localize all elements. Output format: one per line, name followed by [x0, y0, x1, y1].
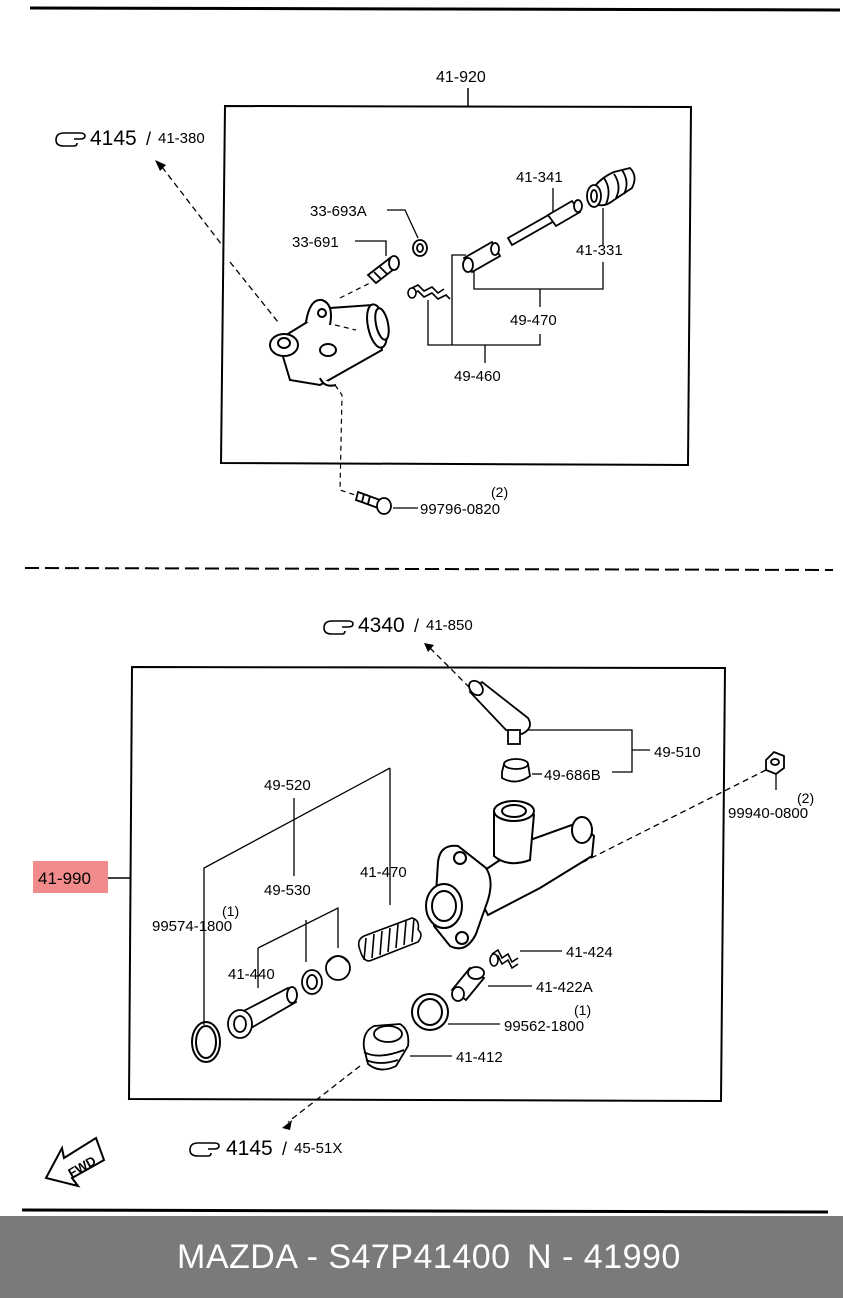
part-41-341: 41-341: [516, 169, 563, 186]
slave-cylinder-body: [269, 298, 390, 387]
ref-number-4145-upper: 4145: [90, 127, 137, 150]
part-41-424: 41-424: [566, 944, 613, 961]
part-49-530: 49-530: [264, 882, 311, 899]
part-99562-1800: 99562-1800: [504, 1018, 584, 1035]
assembly-number-41-920: 41-920: [436, 69, 486, 86]
part-99940-0800: 99940-0800: [728, 805, 808, 822]
part-49-510: 49-510: [654, 744, 701, 761]
lower-assembly-box: [127, 665, 727, 1103]
piston: [227, 986, 298, 1039]
ref-number-4340: 4340: [358, 614, 405, 637]
footer-bar: [0, 1216, 843, 1298]
mounting-bolt: [354, 490, 392, 515]
ref-page-45-51X: 45-51X: [294, 1140, 342, 1157]
ref-hand-icon-2: [323, 620, 354, 635]
part-33-693A: 33-693A: [310, 203, 367, 220]
push-rod: [506, 199, 583, 247]
part-99574-1800: 99574-1800: [152, 918, 232, 935]
ref-hand-icon-3: [189, 1142, 220, 1157]
cup-seal-secondary: [325, 955, 351, 981]
part-49-520: 49-520: [264, 777, 311, 794]
slave-piston: [462, 240, 502, 274]
ref-number-4145-lower: 4145: [226, 1137, 273, 1160]
ref-page-41-380: 41-380: [158, 130, 205, 147]
qty-nut: (2): [797, 790, 814, 806]
assembly-number-41-990: 41-990: [38, 869, 91, 888]
hose-fitting: [468, 679, 531, 745]
return-spring: [357, 917, 422, 962]
master-cylinder-body: [425, 800, 596, 950]
o-ring-seal: [411, 993, 449, 1031]
footer-ref-number: N - 41990: [527, 1238, 681, 1276]
reservoir-grommet: [501, 758, 531, 783]
svg-text:/: /: [282, 1139, 287, 1159]
qty-seal: (1): [574, 1002, 591, 1018]
snap-ring: [191, 1021, 221, 1063]
master-boot: [362, 1023, 410, 1071]
part-33-691: 33-691: [292, 234, 339, 251]
qty-bolt: (2): [491, 484, 508, 500]
part-99796-0820: 99796-0820: [420, 501, 500, 518]
part-49-460: 49-460: [454, 368, 501, 385]
part-41-470: 41-470: [360, 864, 407, 881]
footer-brand-part: MAZDA - S47P41400: [177, 1238, 511, 1276]
fwd-arrow-icon: FWD: [44, 1136, 106, 1188]
part-41-331: 41-331: [576, 242, 623, 259]
part-49-470-upper: 49-470: [510, 312, 557, 329]
parts-diagram: 41-920 4145 / 41-380 33-691 33-693A: [21, 6, 841, 1214]
part-49-686B: 49-686B: [544, 767, 601, 784]
mounting-nut: [765, 750, 785, 776]
bleeder-cap: [412, 239, 428, 257]
svg-text:/: /: [146, 129, 151, 149]
slave-spring: [407, 284, 451, 300]
highlight-41-990: [33, 861, 108, 893]
ref-hand-icon: [55, 132, 86, 147]
part-41-422A: 41-422A: [536, 979, 593, 996]
bleeder-screw: [366, 255, 400, 285]
svg-text:/: /: [414, 616, 419, 636]
part-41-412: 41-412: [456, 1049, 503, 1066]
check-valve: [450, 966, 486, 1002]
check-spring: [489, 948, 519, 970]
ref-page-41-850: 41-850: [426, 617, 473, 634]
cup-seal-primary: [301, 969, 323, 995]
section-divider: [24, 567, 834, 571]
qty-clip: (1): [222, 903, 239, 919]
part-41-440: 41-440: [228, 966, 275, 983]
dust-boot: [586, 167, 636, 208]
upper-assembly-box: [219, 104, 693, 467]
